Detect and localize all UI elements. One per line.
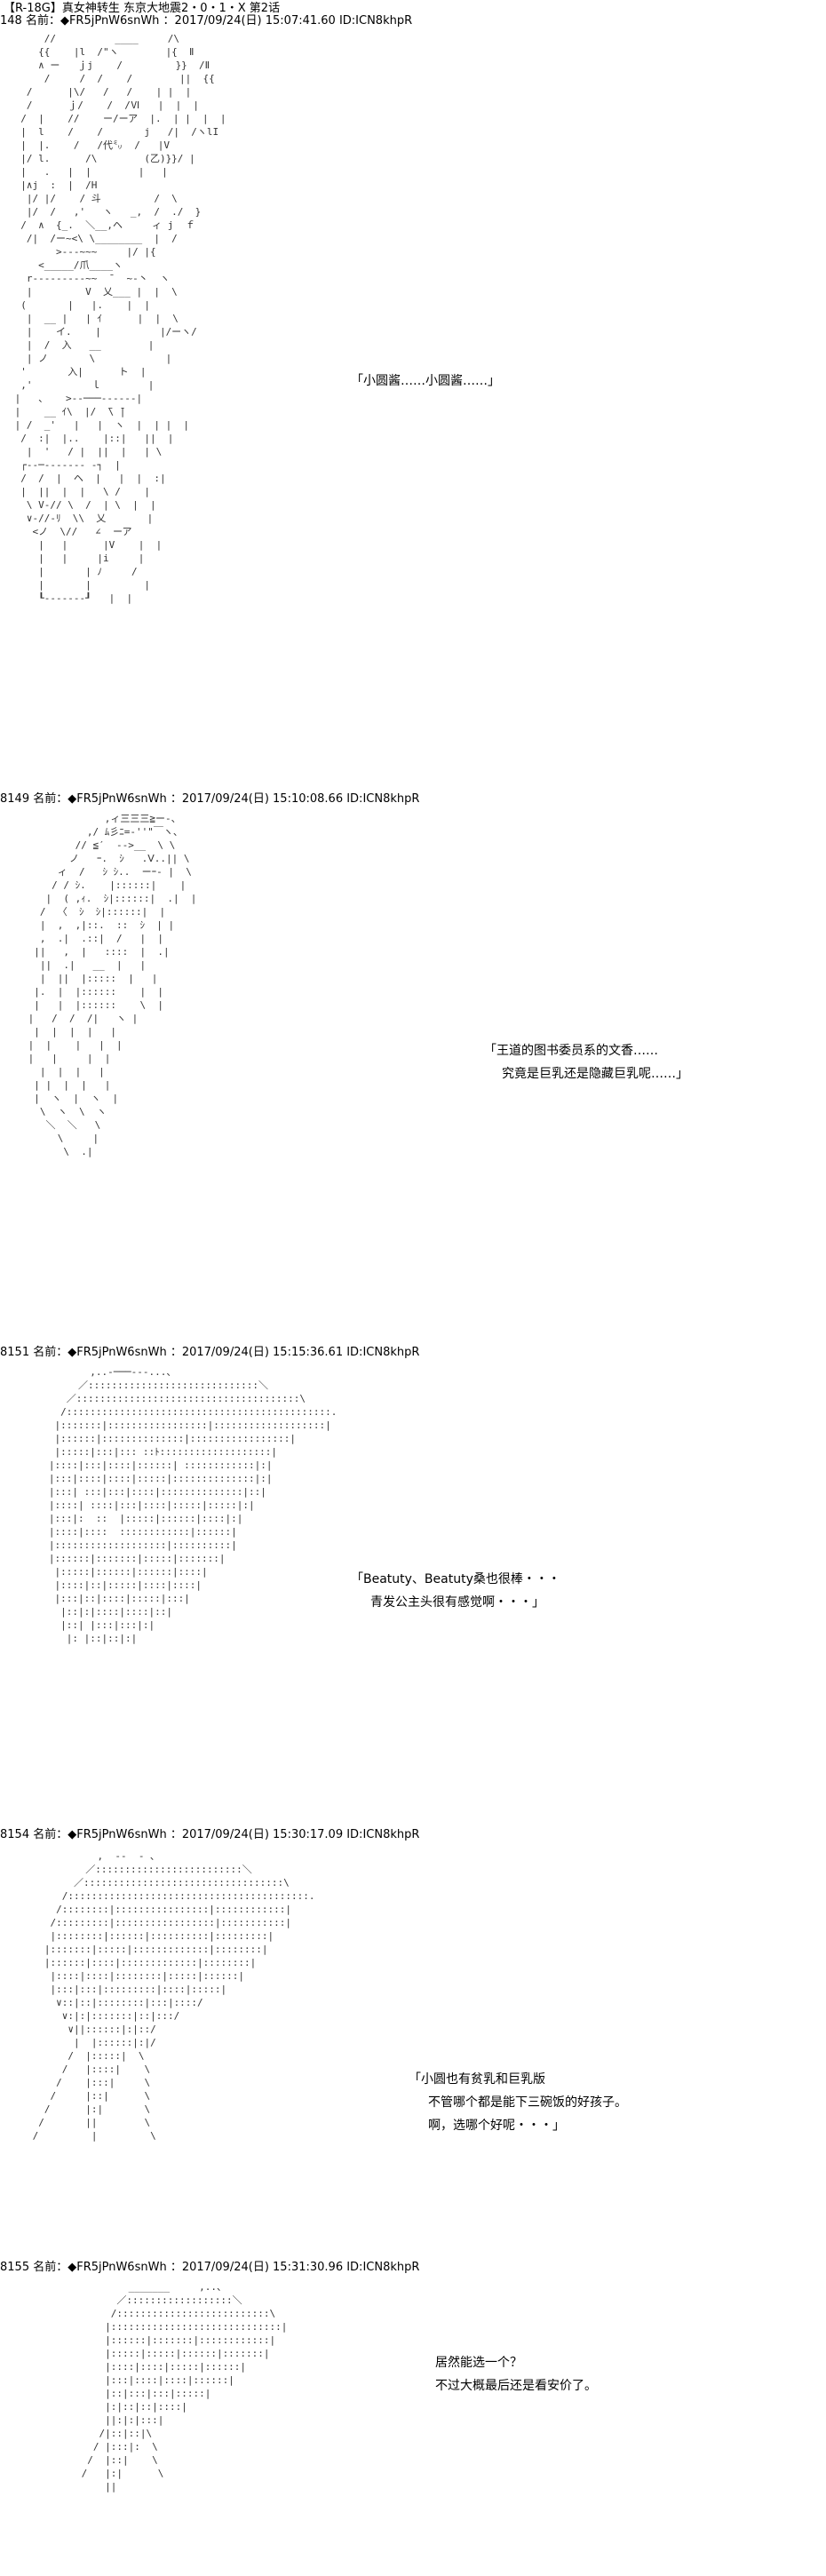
dialogue-box: 「Beatuty、Beatuty桑也很棒・・・ 青发公主头很有感觉啊・・・」 bbox=[351, 1568, 560, 1614]
post: 8151 名前：◆FR5jPnW6snWh ：2017/09/24(日) 15:… bbox=[0, 1346, 826, 1825]
ascii-art: ,..-───‐--...、 ／::::::::::::::::::::::::… bbox=[48, 1366, 338, 1644]
dialogue-line: 不管哪个都是能下三碗饭的好孩子。 bbox=[428, 2095, 627, 2110]
post: 8149 名前：◆FR5jPnW6snWh ：2017/09/24(日) 15:… bbox=[0, 792, 826, 1325]
post-header: 8151 名前：◆FR5jPnW6snWh ：2017/09/24(日) 15:… bbox=[0, 1346, 420, 1359]
post: 8155 名前：◆FR5jPnW6snWh ：2017/09/24(日) 15:… bbox=[0, 2261, 826, 2572]
post: 148 名前：◆FR5jPnW6snWh ：2017/09/24(日) 15:0… bbox=[0, 14, 826, 796]
dialogue-box: 居然能选一个？ 不过大概最后还是看安价了。 bbox=[435, 2351, 597, 2397]
post-header: 8154 名前：◆FR5jPnW6snWh ：2017/09/24(日) 15:… bbox=[0, 1828, 420, 1841]
ascii-art: _______ ,..、 ／::::::::::::::::::＼ /:::::… bbox=[81, 2281, 288, 2493]
dialogue-line: 「小圆酱……小圆酱……」 bbox=[351, 374, 500, 388]
dialogue-box: 「小圆酱……小圆酱……」 bbox=[351, 370, 500, 393]
dialogue-line: 啊，选哪个好呢・・・」 bbox=[428, 2119, 565, 2133]
post: 8154 名前：◆FR5jPnW6snWh ：2017/09/24(日) 15:… bbox=[0, 1828, 826, 2308]
post-header: 148 名前：◆FR5jPnW6snWh ：2017/09/24(日) 15:0… bbox=[0, 14, 413, 28]
post-header: 8149 名前：◆FR5jPnW6snWh ：2017/09/24(日) 15:… bbox=[0, 792, 420, 806]
post-header: 8155 名前：◆FR5jPnW6snWh ：2017/09/24(日) 15:… bbox=[0, 2261, 420, 2274]
dialogue-box: 「王道的图书委员系的文香…… 究竟是巨乳还是隐藏巨乳呢……」 bbox=[484, 1039, 688, 1085]
ascii-art: , -‐ - ､ ／:::::::::::::::::::::::::＼ ／::… bbox=[32, 1850, 315, 2142]
dialogue-line: 「小圆也有贫乳和巨乳版 bbox=[409, 2072, 545, 2087]
dialogue-line: 究竟是巨乳还是隐藏巨乳呢……」 bbox=[502, 1067, 688, 1081]
dialogue-box: 「小圆也有贫乳和巨乳版 不管哪个都是能下三碗饭的好孩子。 啊，选哪个好呢・・・」 bbox=[409, 2068, 627, 2137]
page-title: 【R-18G】真女神转生 东京大地震2・0・1・X 第2话 bbox=[4, 2, 281, 15]
dialogue-line: 「王道的图书委员系的文香…… bbox=[484, 1044, 658, 1058]
dialogue-line: 不过大概最后还是看安价了。 bbox=[435, 2379, 597, 2393]
ascii-art: ,ィ三三三≧ー-、 ,/ ﾑ彡ﾆ=‐''"￣ヽ、 // ≦′ -->__ \ \… bbox=[28, 813, 197, 1157]
dialogue-line: 「Beatuty、Beatuty桑也很棒・・・ bbox=[351, 1572, 560, 1586]
dialogue-line: 居然能选一个？ bbox=[435, 2356, 522, 2370]
ascii-art: // ____ /\ {{ |l /"ヽ |{ Ⅱ ∧ ー ｊj / }} /Ⅱ… bbox=[14, 33, 226, 604]
dialogue-line: 青发公主头很有感觉啊・・・」 bbox=[370, 1595, 544, 1610]
